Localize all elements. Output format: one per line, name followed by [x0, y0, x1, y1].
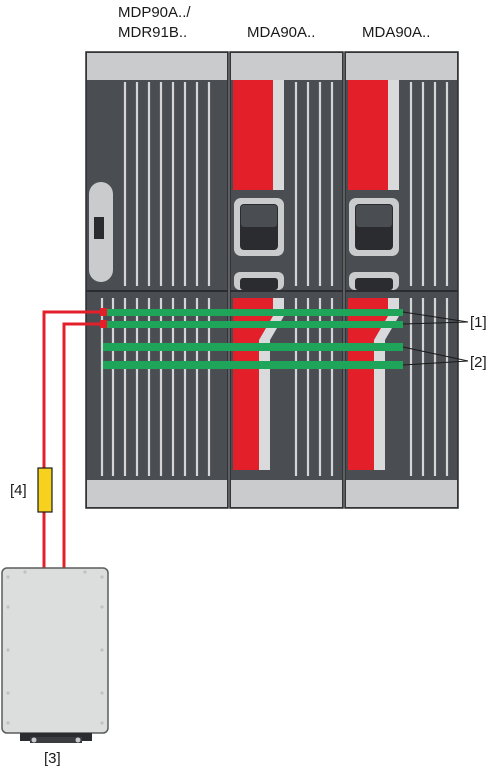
braking-resistor-device	[1, 567, 109, 743]
leader-lines	[402, 311, 469, 366]
callout-3: [3]	[44, 750, 61, 767]
module-label-mdp90a: MDP90A../	[118, 4, 191, 21]
module-label-mda90a-2: MDA90A..	[362, 24, 431, 41]
module-mdp90a	[85, 51, 229, 509]
busbars-2	[103, 343, 403, 369]
module-label-mda90a-1: MDA90A..	[247, 24, 316, 41]
callout-4: [4]	[10, 482, 27, 499]
status-led	[94, 217, 104, 239]
fuse	[37, 467, 53, 513]
wire-terminal-2	[100, 320, 107, 328]
wire-terminal-1	[100, 308, 107, 316]
callout-1: [1]	[470, 314, 487, 331]
callout-2: [2]	[470, 354, 487, 371]
module-label-mdr91b: MDR91B..	[118, 24, 188, 41]
busbars-1	[103, 309, 403, 328]
module-mda90a-2	[344, 51, 459, 509]
module-mda90a-1	[229, 51, 344, 509]
